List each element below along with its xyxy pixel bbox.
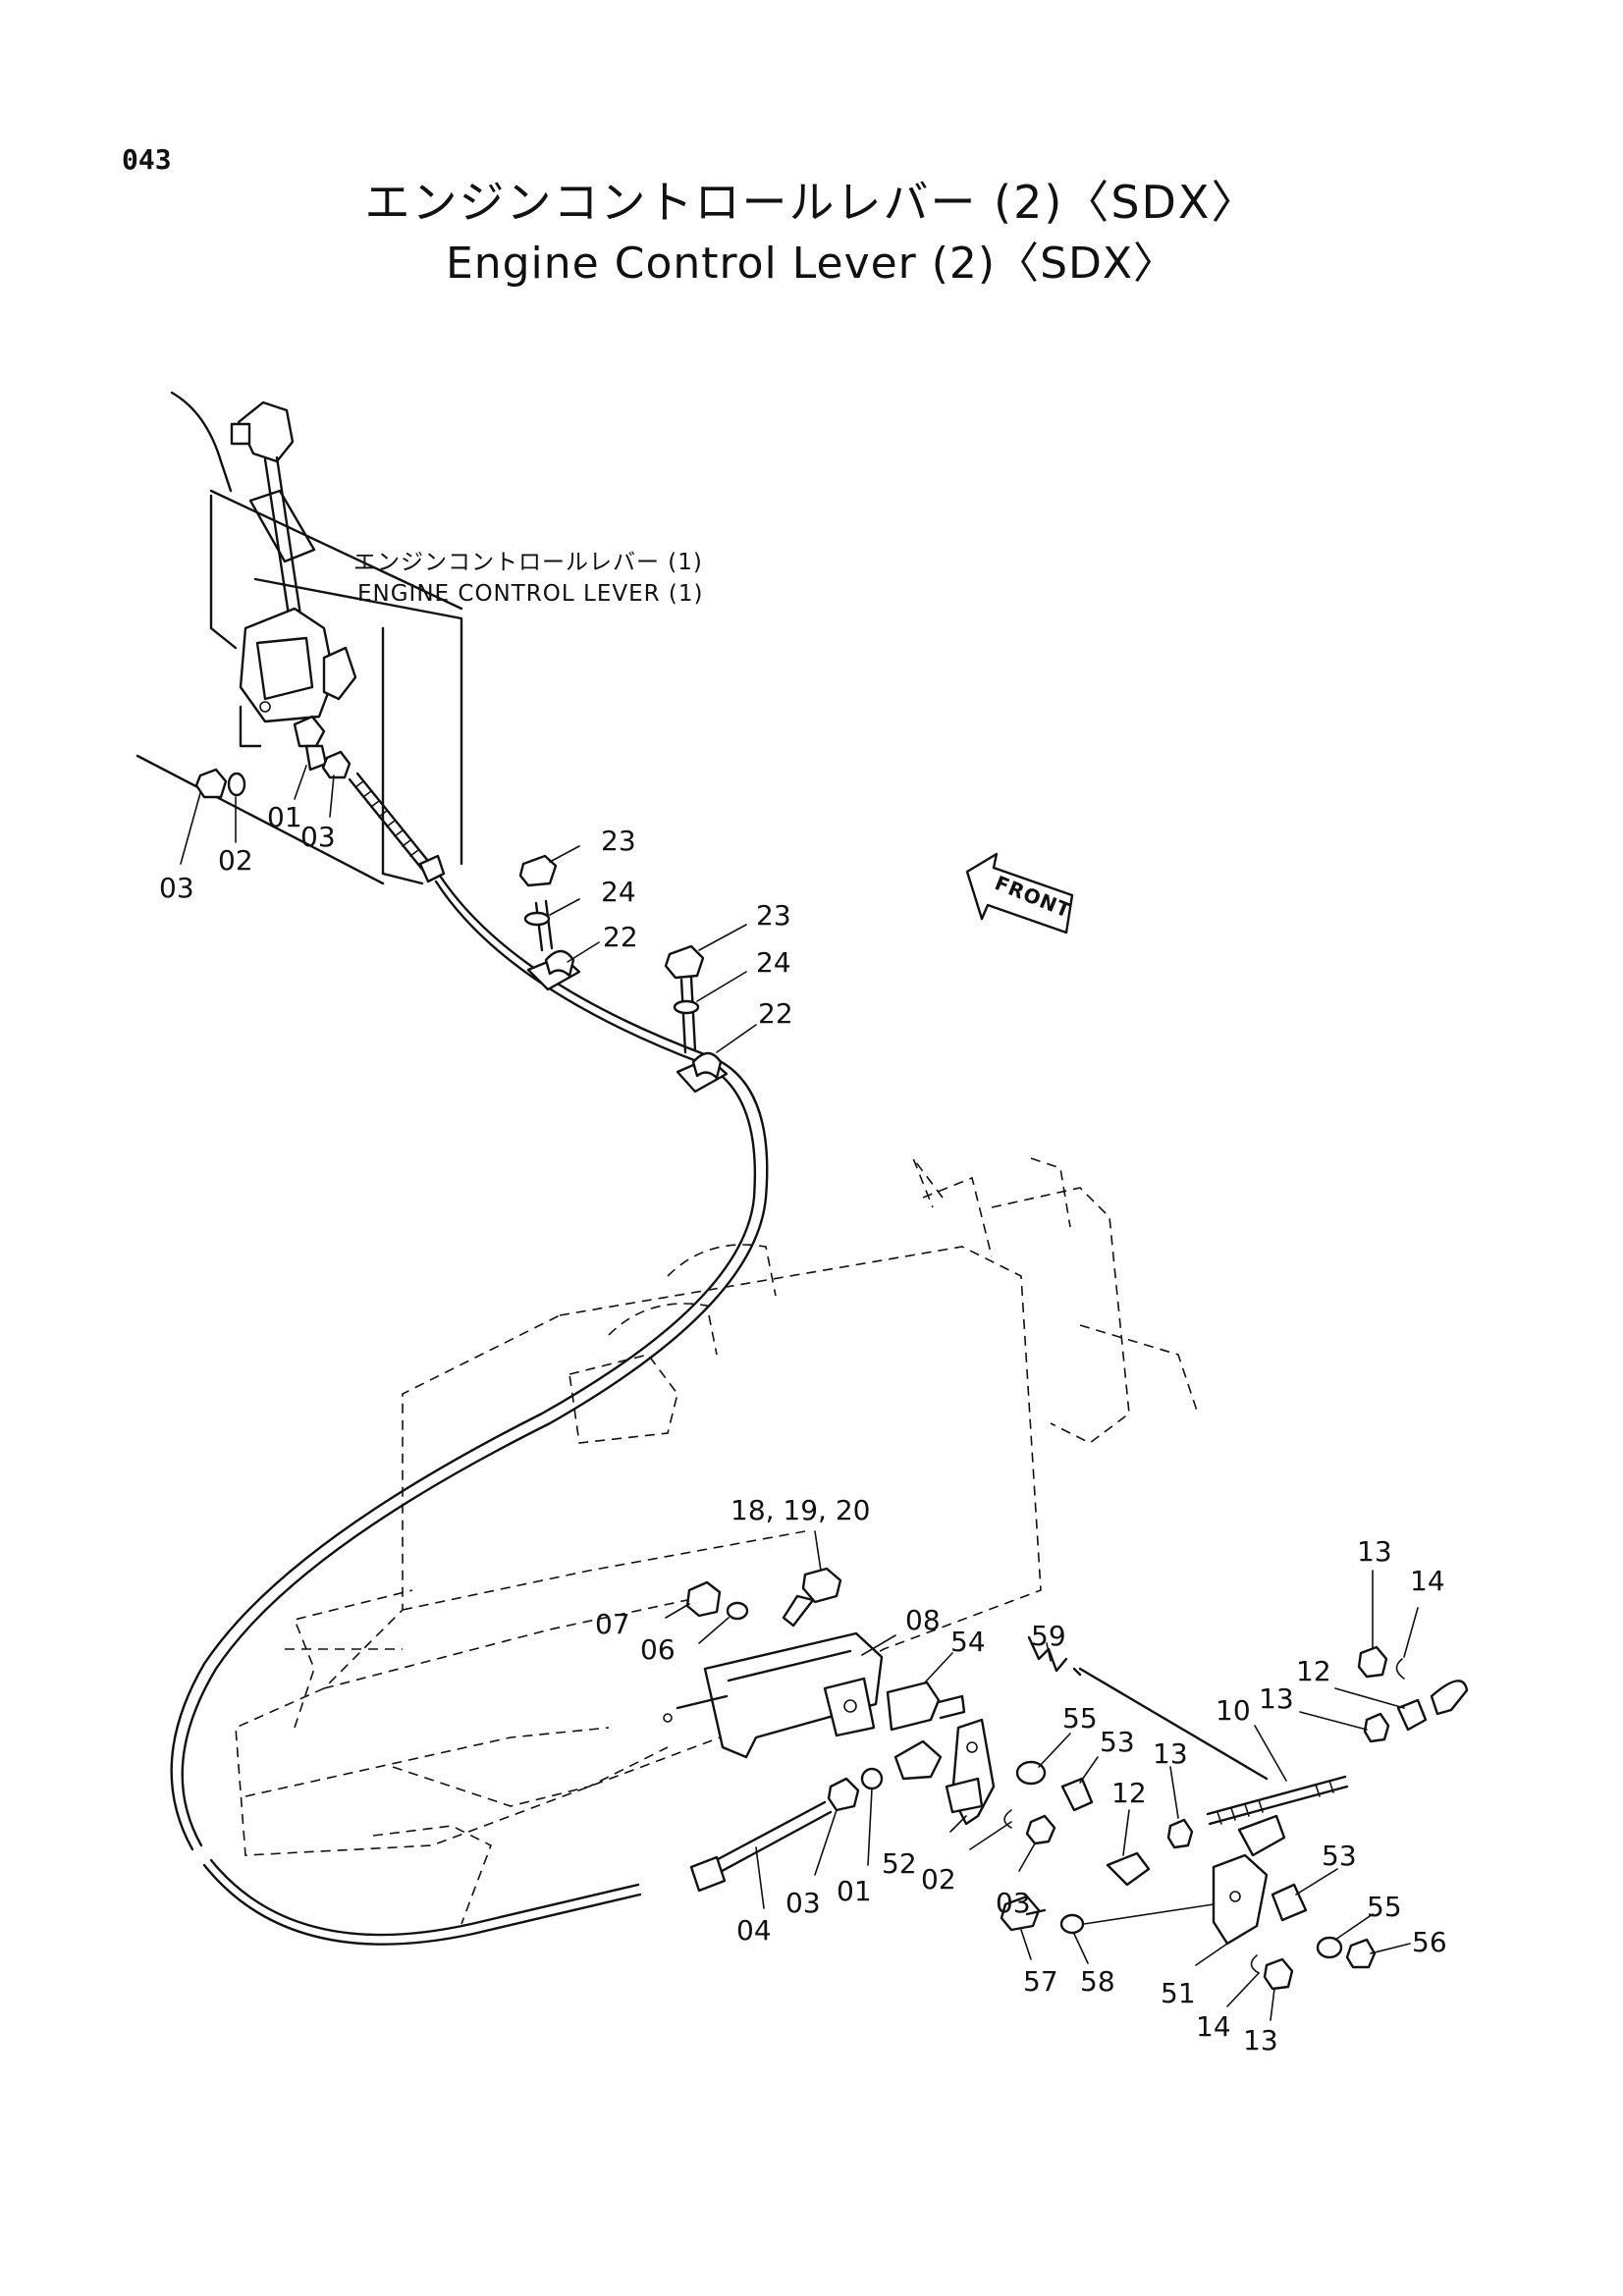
callout-57: 57 bbox=[1023, 1965, 1058, 1998]
callout-14: 14 bbox=[1196, 2010, 1231, 2043]
callout-53: 53 bbox=[1322, 1840, 1357, 1872]
callout-52: 52 bbox=[882, 1847, 917, 1880]
callout-10: 10 bbox=[1216, 1694, 1251, 1727]
callout-labels: 03 02 01 03 23 24 22 23 24 22 18, 19, 20… bbox=[159, 801, 1447, 2056]
callout-04: 04 bbox=[736, 1914, 772, 1947]
callout-03: 03 bbox=[785, 1887, 821, 1919]
callout-53: 53 bbox=[1100, 1726, 1135, 1758]
front-direction-arrow: FRONT bbox=[965, 852, 1074, 934]
callout-18-19-20: 18, 19, 20 bbox=[730, 1494, 871, 1526]
callout-13: 13 bbox=[1153, 1737, 1188, 1770]
callout-22: 22 bbox=[603, 921, 638, 953]
callout-01: 01 bbox=[267, 801, 302, 833]
callout-55: 55 bbox=[1367, 1891, 1402, 1923]
callout-54: 54 bbox=[950, 1626, 986, 1658]
reference-label-en: ENGINE CONTROL LEVER (1) bbox=[357, 581, 704, 607]
callout-03: 03 bbox=[159, 872, 194, 904]
title-english: Engine Control Lever (2)〈SDX〉 bbox=[445, 239, 1178, 289]
callout-13: 13 bbox=[1243, 2024, 1278, 2056]
control-cable-drawing bbox=[170, 874, 769, 1946]
callout-02: 02 bbox=[218, 844, 253, 877]
callout-24: 24 bbox=[756, 946, 791, 979]
callout-03: 03 bbox=[996, 1887, 1031, 1919]
callout-08: 08 bbox=[905, 1604, 941, 1636]
operator-console-drawing bbox=[135, 391, 463, 885]
callout-55: 55 bbox=[1062, 1702, 1098, 1735]
engine-outline-drawing bbox=[235, 1157, 1199, 1925]
callout-12: 12 bbox=[1296, 1655, 1331, 1687]
callout-51: 51 bbox=[1161, 1977, 1196, 2009]
callout-13: 13 bbox=[1259, 1682, 1294, 1715]
callout-56: 56 bbox=[1412, 1926, 1447, 1958]
callout-07: 07 bbox=[595, 1608, 630, 1640]
callout-23: 23 bbox=[756, 899, 791, 932]
callout-12: 12 bbox=[1111, 1777, 1147, 1809]
linkage-parts-drawing bbox=[663, 1567, 1469, 1991]
callout-59: 59 bbox=[1031, 1620, 1066, 1652]
callout-22: 22 bbox=[758, 997, 793, 1030]
callout-06: 06 bbox=[640, 1633, 676, 1666]
callout-01: 01 bbox=[837, 1875, 872, 1907]
reference-label-jp: エンジンコントロールレバー (1) bbox=[353, 550, 703, 575]
callout-14: 14 bbox=[1410, 1565, 1445, 1597]
callout-03: 03 bbox=[300, 821, 336, 853]
callout-24: 24 bbox=[601, 876, 636, 908]
callout-02: 02 bbox=[921, 1863, 956, 1896]
callout-13: 13 bbox=[1357, 1535, 1392, 1568]
leader-lines bbox=[180, 765, 1419, 2021]
title-japanese: エンジンコントロールレバー (2)〈SDX〉 bbox=[364, 176, 1259, 229]
page-number: 043 bbox=[122, 143, 172, 176]
callout-58: 58 bbox=[1080, 1965, 1115, 1998]
cable-clamps-drawing bbox=[518, 854, 729, 1094]
callout-23: 23 bbox=[601, 825, 636, 857]
